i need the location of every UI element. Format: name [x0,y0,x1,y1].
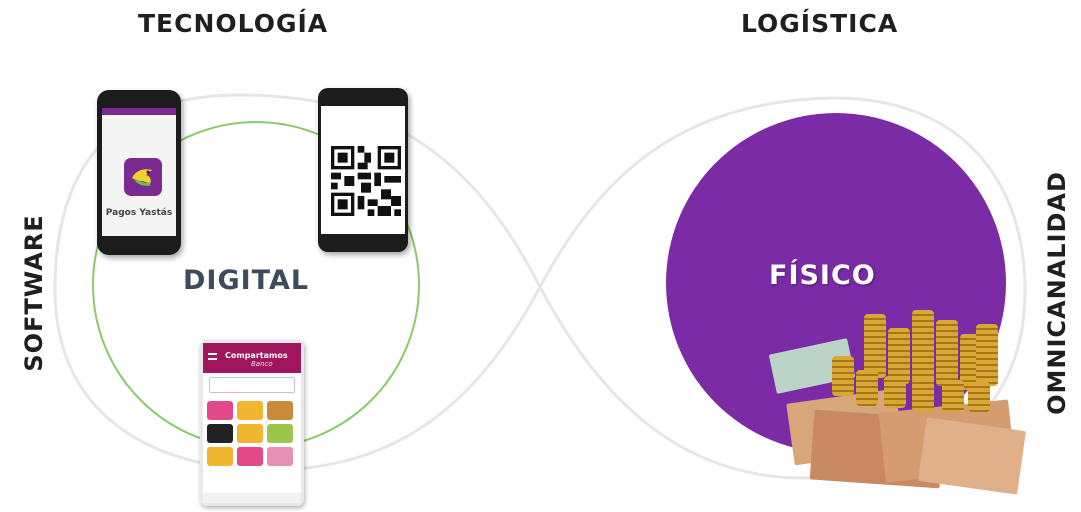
money-pile [768,306,1030,506]
tile [267,401,293,420]
tile [207,401,233,420]
app-title: Compartamos [225,351,288,360]
app-header: Compartamos Banco [203,343,301,373]
phone-screen [321,106,405,234]
tile [237,401,263,420]
coin-stack [864,314,886,378]
coin-stack [968,382,990,412]
app-tiles [207,401,293,466]
tile [237,424,263,443]
nav-bar [203,493,301,503]
coin-stack [912,310,934,384]
banknote [918,417,1026,495]
header-tecnologia: TECNOLOGÍA [138,9,329,38]
pagos-yastas-phone: Pagos Yastás [97,90,181,255]
fisico-label: FÍSICO [769,260,876,291]
coins-icon [772,306,1030,426]
side-label-omnicanalidad: OMNICANALIDAD [1043,171,1071,415]
qr-code-icon [331,146,401,216]
hummingbird-logo-icon [124,158,162,196]
tile [207,424,233,443]
coin-stack [832,356,854,396]
coin-stack [856,370,878,406]
tile [267,424,293,443]
coin-stack [888,328,910,384]
status-bar [102,108,176,115]
phone-screen: Pagos Yastás [102,108,176,236]
tile [207,447,233,466]
compartamos-phone: Compartamos Banco [200,340,304,506]
coin-stack [936,320,958,386]
coin-stack [942,380,964,412]
tile [237,447,263,466]
menu-icon [208,353,217,360]
phone-screen: Compartamos Banco [203,343,301,503]
coin-stack [912,378,934,412]
coin-stack [884,376,906,408]
app-name: Pagos Yastás [105,208,173,218]
coin-stack [976,324,998,386]
account-banner [209,377,295,393]
qr-phone [318,88,408,252]
header-logistica: LOGÍSTICA [741,9,899,38]
app-subtitle: Banco [251,360,273,368]
digital-label: DIGITAL [183,265,310,296]
side-label-software: SOFTWARE [20,214,48,372]
tile [267,447,293,466]
